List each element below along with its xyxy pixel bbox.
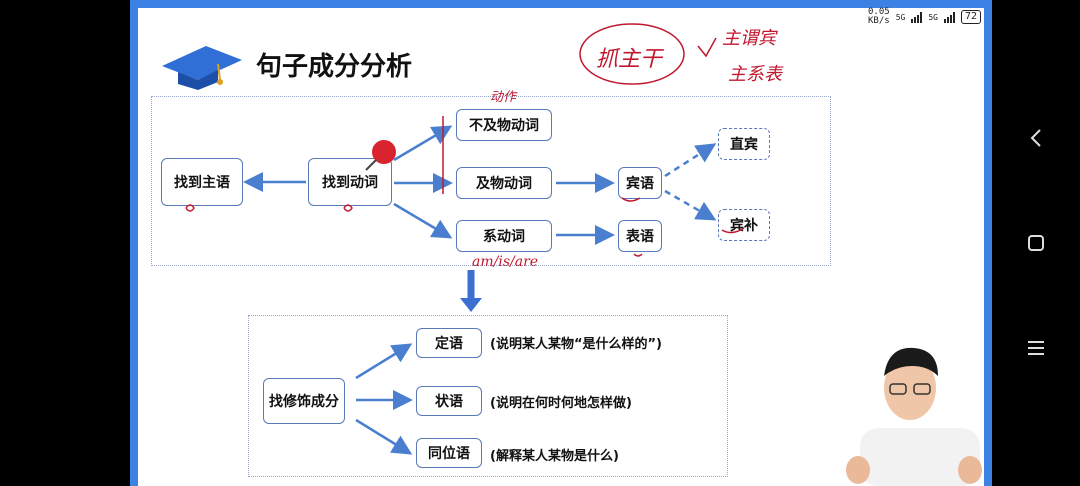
signal-icon-2 <box>944 12 955 23</box>
back-icon[interactable] <box>1022 124 1050 152</box>
network-label-2: 5G <box>928 13 938 22</box>
handwriting-am-is-are: am/is/are <box>472 254 538 270</box>
battery-icon: 72 <box>961 10 981 24</box>
home-icon[interactable] <box>1022 229 1050 257</box>
down-arrow-head <box>460 298 482 312</box>
navigation-bar <box>992 0 1080 486</box>
handwriting-action: 动作 <box>490 86 516 105</box>
slide: 句子成分分析 找到主语 找到动词 不及物动词 及物动词 系动词 宾语 表语 直宾… <box>138 8 984 486</box>
handwriting-grab: 抓主干 <box>596 41 662 73</box>
slide-frame: 句子成分分析 找到主语 找到动词 不及物动词 及物动词 系动词 宾语 表语 直宾… <box>130 0 992 486</box>
menu-icon[interactable] <box>1022 334 1050 362</box>
pushpin-icon <box>366 140 396 170</box>
handwriting-subj-pred-obj: 主谓宾 <box>722 24 776 50</box>
network-label-1: 5G <box>896 13 906 22</box>
presenter-avatar <box>840 330 990 486</box>
signal-icon <box>911 12 922 23</box>
handwriting-subj-link-pred: 主系表 <box>728 60 782 86</box>
